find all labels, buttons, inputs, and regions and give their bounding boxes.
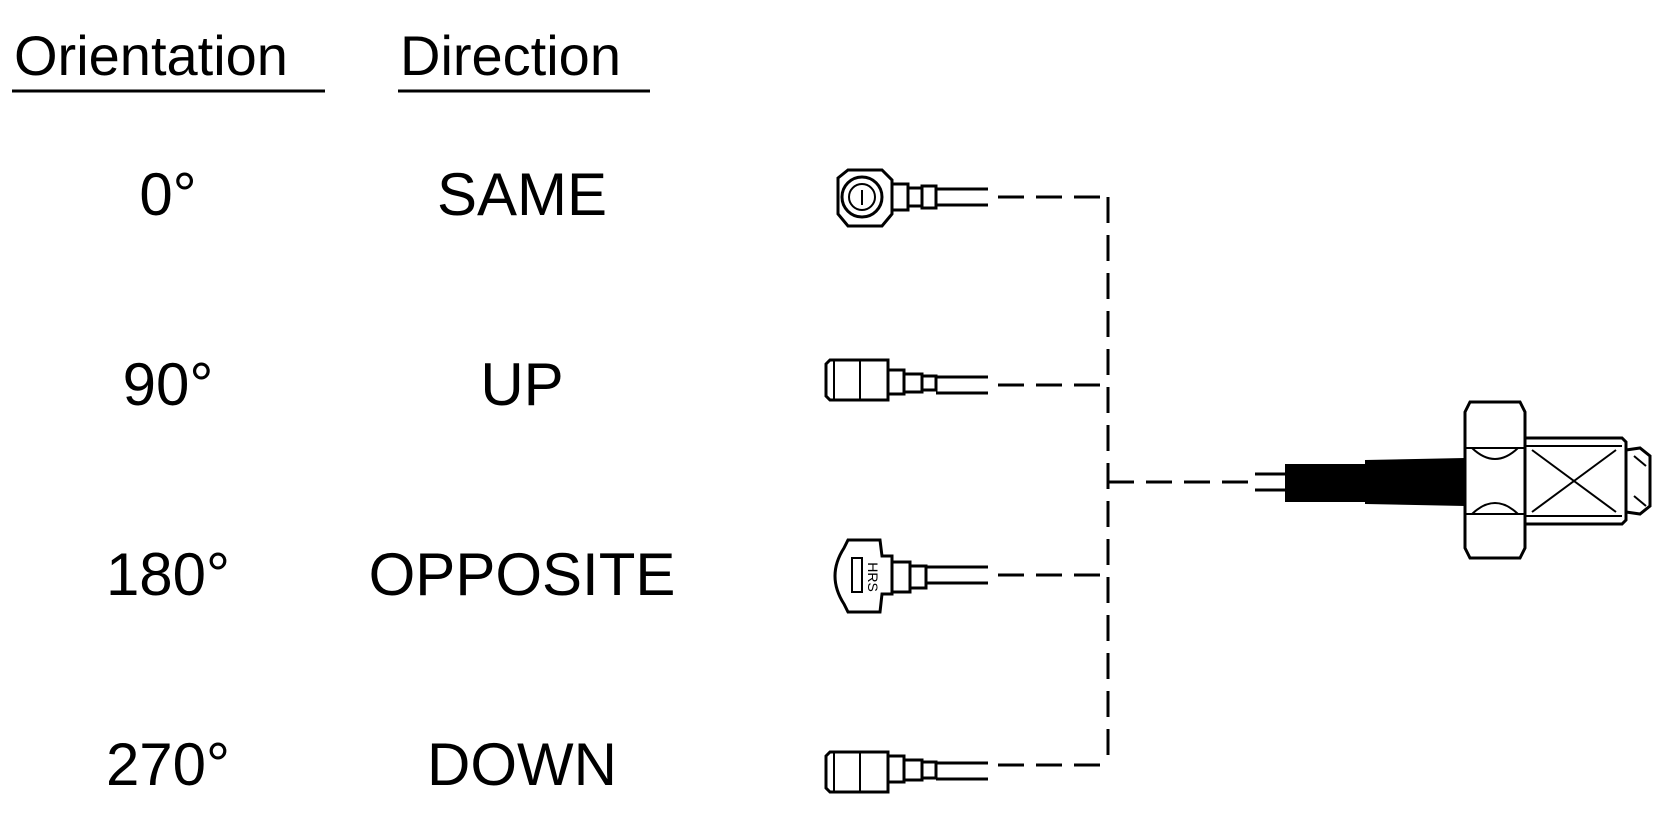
connector-side-view-icon (824, 358, 988, 402)
row-direction-1: UP (480, 351, 563, 418)
connector-front-view-icon (836, 168, 988, 228)
bulkhead-sma-connector-icon (1255, 400, 1652, 560)
connector-side-view-icon (824, 750, 988, 794)
row-direction-3: DOWN (427, 731, 617, 798)
header-orientation: Orientation (14, 24, 288, 87)
row-direction-0: SAME (437, 161, 607, 228)
connector-marking: HRS (865, 562, 881, 592)
row-direction-2: OPPOSITE (369, 541, 676, 608)
row-orientation-0: 0° (139, 161, 196, 228)
row-orientation-3: 270° (106, 731, 230, 798)
header-direction: Direction (400, 24, 621, 87)
connector-rear-view-icon: HRS (833, 538, 988, 614)
row-orientation-2: 180° (106, 541, 230, 608)
leader-lines (998, 195, 1260, 767)
row-orientation-1: 90° (123, 351, 214, 418)
